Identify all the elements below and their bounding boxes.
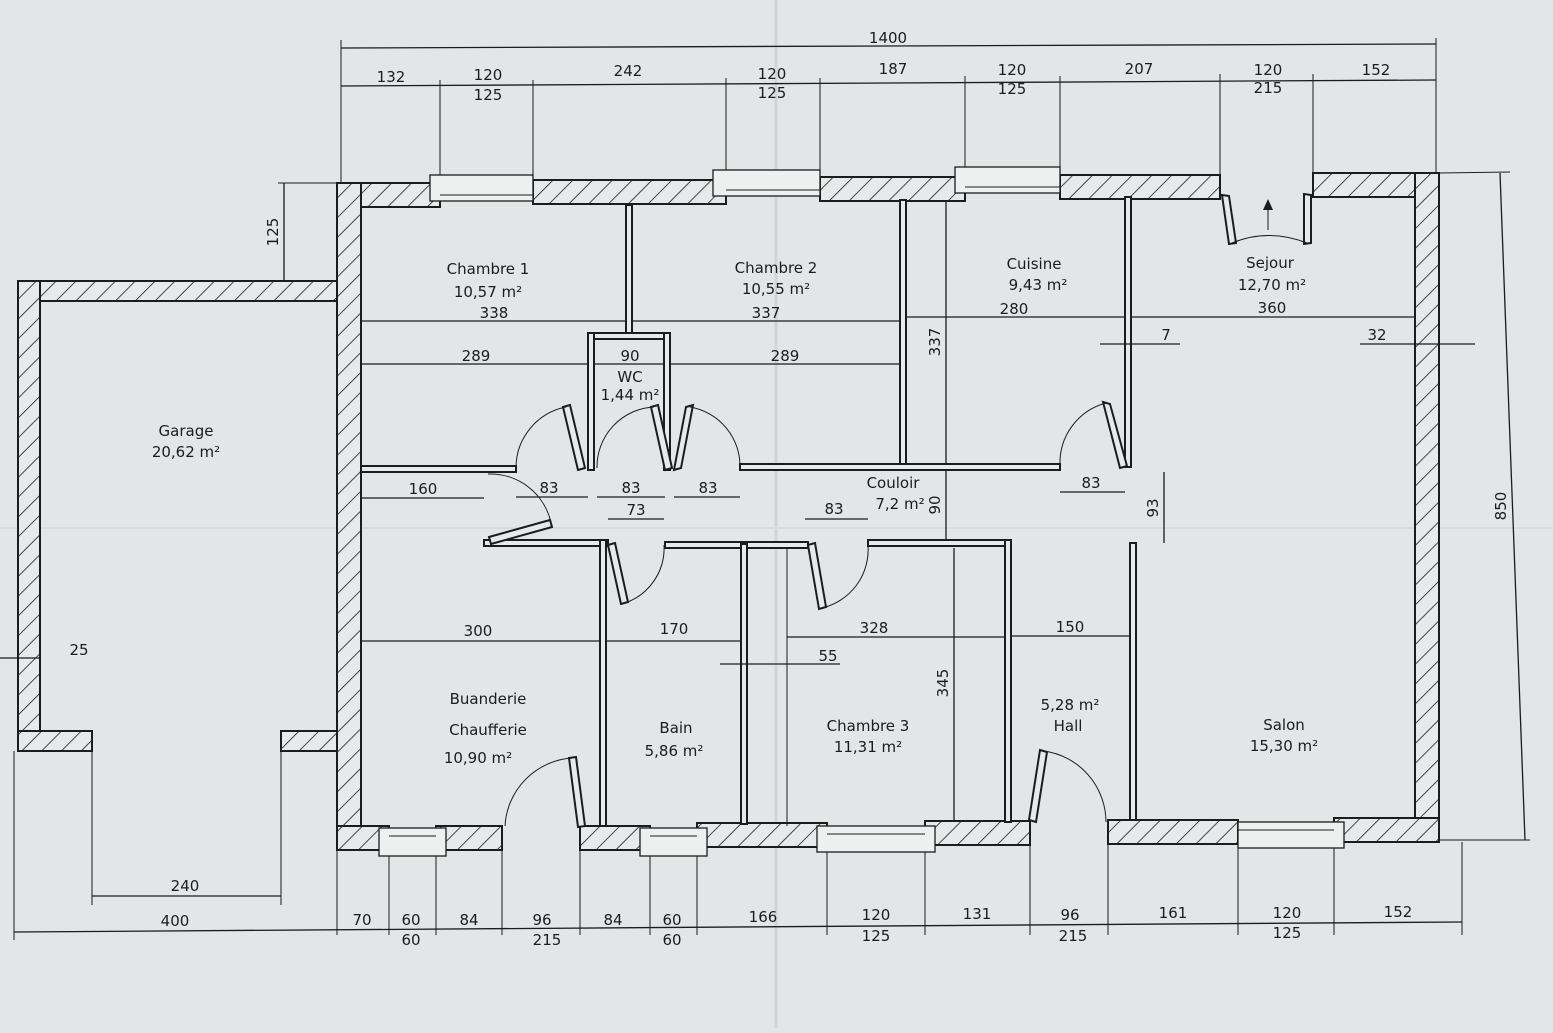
windows (378, 166, 1345, 857)
dim-interior: 289 (462, 347, 491, 365)
dim-interior: 83 (698, 479, 717, 497)
dim-interior: 90 (926, 495, 944, 514)
room-cuisine-area: 9,43 m² (1009, 276, 1068, 294)
dim-top: 242 (614, 62, 643, 80)
dim-top: 120 (998, 61, 1027, 79)
dim-interior: 345 (934, 669, 952, 698)
room-bain-name: Bain (659, 719, 692, 737)
dim-interior: 280 (1000, 300, 1029, 318)
room-garage-area: 20,62 m² (152, 443, 220, 461)
dim-top: 120 (1254, 61, 1283, 79)
dim-bottom: 120 (862, 906, 891, 924)
dim-top: 120 (758, 65, 787, 83)
dim-top: 125 (998, 80, 1027, 98)
doors (487, 192, 1312, 829)
dim-interior: 338 (480, 304, 509, 322)
dim-interior: 73 (626, 501, 645, 519)
dim-interior: 170 (660, 620, 689, 638)
room-cuisine-name: Cuisine (1007, 255, 1062, 273)
dim-top: 152 (1362, 61, 1391, 79)
dimension-labels: 1400 132 120 125 242 120 125 187 120 125… (69, 29, 1510, 949)
dim-bottom: 215 (533, 931, 562, 949)
room-chambre3-name: Chambre 3 (827, 717, 910, 735)
dim-top: 187 (879, 60, 908, 78)
dim-bottom: 84 (603, 911, 622, 929)
dim-top-total: 1400 (869, 29, 907, 47)
room-hall-area: 5,28 m² (1041, 696, 1100, 714)
dim-interior: 55 (818, 647, 837, 665)
dim-interior: 337 (926, 328, 944, 357)
room-buanderie-name: Buanderie (450, 690, 527, 708)
dim-interior: 83 (824, 500, 843, 518)
room-salon-name: Salon (1263, 716, 1305, 734)
dim-bottom: 215 (1059, 927, 1088, 945)
dim-top: 120 (474, 66, 503, 84)
dim-right-height: 850 (1492, 492, 1510, 521)
dim-bottom: 60 (662, 931, 681, 949)
dim-bottom: 120 (1273, 904, 1302, 922)
dim-bottom: 84 (459, 911, 478, 929)
room-chambre2-area: 10,55 m² (742, 280, 810, 298)
room-sejour-area: 12,70 m² (1238, 276, 1306, 294)
dim-interior: 240 (171, 877, 200, 895)
interior-partitions (360, 196, 1137, 827)
room-buanderie-area: 10,90 m² (444, 749, 512, 767)
room-chambre1-area: 10,57 m² (454, 283, 522, 301)
dim-interior: 300 (464, 622, 493, 640)
dim-bottom: 96 (532, 911, 551, 929)
room-bain-area: 5,86 m² (645, 742, 704, 760)
dim-interior: 90 (620, 347, 639, 365)
dim-bottom: 96 (1060, 906, 1079, 924)
dim-bottom: 125 (1273, 924, 1302, 942)
dimension-lines (0, 38, 1530, 940)
dim-bottom: 152 (1384, 903, 1413, 921)
dim-top: 125 (474, 86, 503, 104)
dim-interior: 328 (860, 619, 889, 637)
garage-walls (17, 280, 338, 752)
dim-top: 125 (758, 84, 787, 102)
room-couloir-name: Couloir (867, 474, 921, 492)
room-chambre1-name: Chambre 1 (447, 260, 530, 278)
dim-top: 207 (1125, 60, 1154, 78)
dim-interior: 83 (1081, 474, 1100, 492)
dim-left-offset: 125 (264, 218, 282, 247)
room-hall-name: Hall (1054, 717, 1083, 735)
dim-top: 132 (377, 68, 406, 86)
dim-interior: 83 (539, 479, 558, 497)
room-chambre2-name: Chambre 2 (735, 259, 818, 277)
room-sejour-name: Sejour (1246, 254, 1295, 272)
room-labels: Chambre 1 10,57 m² Chambre 2 10,55 m² Cu… (152, 254, 1318, 767)
dim-interior: 289 (771, 347, 800, 365)
dim-bottom: 166 (749, 908, 778, 926)
dim-bottom: 131 (963, 905, 992, 923)
dim-interior: 150 (1056, 618, 1085, 636)
dim-bottom: 60 (662, 911, 681, 929)
dim-interior: 93 (1144, 498, 1162, 517)
room-garage-name: Garage (159, 422, 214, 440)
dim-interior: 337 (752, 304, 781, 322)
room-salon-area: 15,30 m² (1250, 737, 1318, 755)
dim-bottom: 60 (401, 931, 420, 949)
dim-interior: 83 (621, 479, 640, 497)
dim-interior: 25 (69, 641, 88, 659)
dim-interior: 160 (409, 480, 438, 498)
room-chambre3-area: 11,31 m² (834, 738, 902, 756)
room-wc-name: WC (617, 368, 642, 386)
dim-bottom: 125 (862, 927, 891, 945)
dim-bottom: 70 (352, 911, 371, 929)
room-wc-area: 1,44 m² (601, 386, 660, 404)
dim-bottom: 60 (401, 911, 420, 929)
room-chaufferie-name: Chaufferie (449, 721, 527, 739)
dim-top: 215 (1254, 79, 1283, 97)
room-couloir-area: 7,2 m² (875, 495, 924, 513)
dim-bottom: 400 (161, 912, 190, 930)
dim-interior: 7 (1161, 326, 1171, 344)
dim-interior: 32 (1367, 326, 1386, 344)
dim-interior: 360 (1258, 299, 1287, 317)
dim-bottom: 161 (1159, 904, 1188, 922)
